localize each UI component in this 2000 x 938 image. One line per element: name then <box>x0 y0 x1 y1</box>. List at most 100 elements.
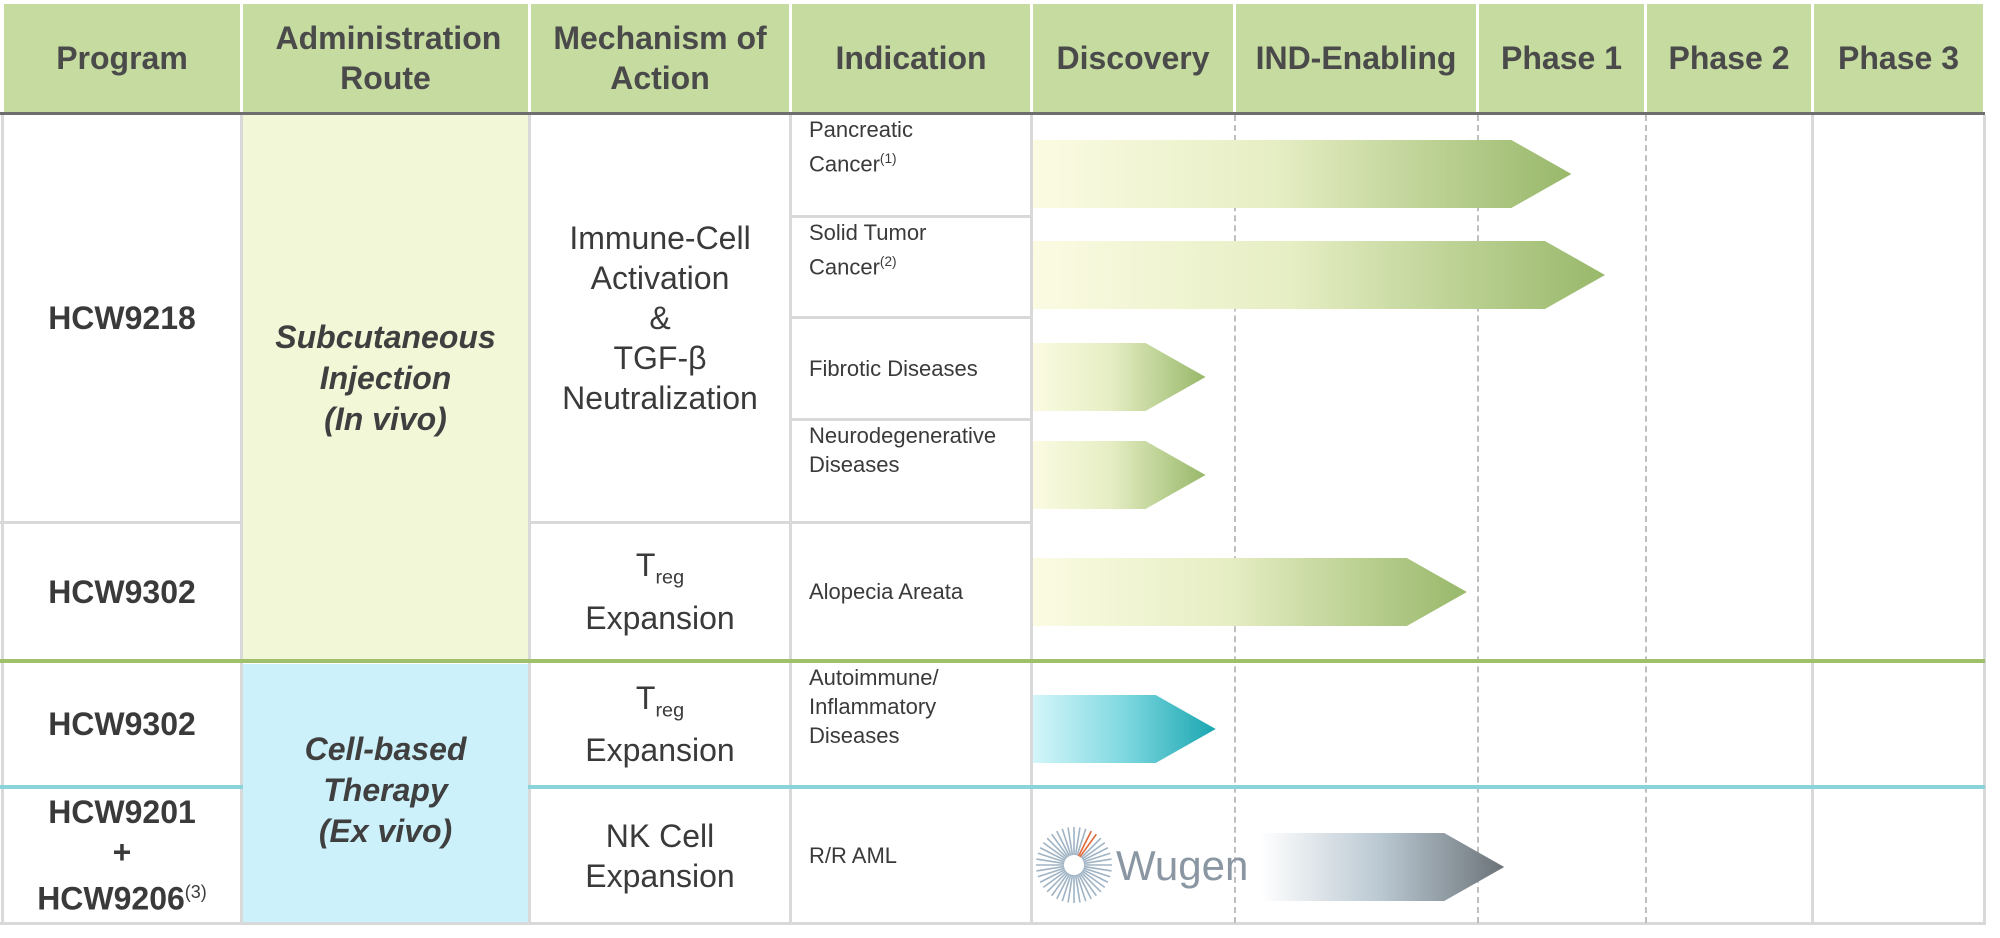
moa-nk-line1: NK Cell <box>605 817 715 854</box>
wugen-ray <box>1051 872 1069 897</box>
ind-pancreatic-line1: Pancreatic <box>809 117 913 142</box>
wugen-ray <box>1037 852 1065 863</box>
moa-m1-line4: TGF-β <box>613 340 707 376</box>
wugen-ray <box>1036 858 1065 865</box>
progress-bar-autoimmune-inflammatory-diseases <box>1033 695 1216 763</box>
wugen-ray <box>1082 868 1109 883</box>
header-discovery: Discovery <box>1033 4 1233 112</box>
wugen-ray <box>1079 833 1097 858</box>
program-hcw9302-exvivo: HCW9302 <box>48 706 196 742</box>
wugen-ray <box>1046 837 1068 859</box>
moa-m1-line2: Activation <box>590 260 730 296</box>
wugen-ray <box>1061 874 1072 902</box>
moa-m1-line3: & <box>649 300 671 336</box>
progress-bar-fibrotic-diseases <box>1033 343 1206 411</box>
ind-neuro-line1: Neurodegenerative <box>809 423 997 448</box>
grid-h-indication-3 <box>792 418 1030 421</box>
ind-auto-line3: Diseases <box>809 723 900 748</box>
moa-treg-invivo: Treg Expansion <box>531 524 789 659</box>
header-phase1: Phase 1 <box>1479 4 1644 112</box>
wugen-burst-icon <box>1036 827 1112 903</box>
indication-fibrotic: Fibrotic Diseases <box>809 356 978 381</box>
indication-solid-tumor: Solid Tumor Cancer(2) <box>792 218 1030 316</box>
grid-h-indication-1 <box>792 215 1030 218</box>
wugen-ray <box>1079 872 1097 897</box>
wugen-ray <box>1083 865 1112 872</box>
program-hcw9201: HCW9201 <box>48 794 196 831</box>
program-hcw9206-line: HCW9206(3) <box>37 872 207 919</box>
progress-bar-neurodegenerative-diseases <box>1033 441 1206 509</box>
grid-dash-phase1 <box>1477 115 1479 923</box>
grid-v-route <box>528 115 531 925</box>
moa-treg2-sub: reg <box>655 699 685 722</box>
wugen-ray <box>1081 870 1106 888</box>
ind-auto-line2: Inflammatory <box>809 694 937 719</box>
moa-treg2-T: T <box>635 679 656 716</box>
header-moa-label: Mechanism of Action <box>553 20 767 96</box>
grid-dash-ind <box>1234 115 1236 923</box>
wugen-ray <box>1083 858 1112 865</box>
moa-nk-line2: Expansion <box>585 857 735 894</box>
grid-v-left <box>1 115 4 925</box>
indication-pancreatic: Pancreatic Cancer(1) <box>792 115 1030 215</box>
grid-v-program <box>240 115 243 925</box>
header-route: Administration Route <box>243 4 528 112</box>
wugen-logo-text: Wugen <box>1116 842 1248 889</box>
ind-solid-cancer: Cancer <box>809 254 880 280</box>
in-vivo-separator <box>0 659 1985 663</box>
wugen-ray <box>1077 830 1092 857</box>
ex-vivo-background <box>243 664 528 924</box>
wugen-ray <box>1080 837 1102 859</box>
wugen-ray <box>1082 847 1109 862</box>
wugen-ray <box>1067 827 1074 856</box>
route-sub-line1: Subcutaneous <box>275 318 496 355</box>
moa-treg-line: Treg <box>636 545 684 597</box>
wugen-ray <box>1051 833 1069 858</box>
wugen-ray <box>1056 873 1071 900</box>
route-sub-line3: (In vivo) <box>324 400 447 437</box>
grid-h-bottom <box>0 922 1985 925</box>
wugen-ray <box>1083 867 1111 878</box>
wugen-ray <box>1042 842 1067 860</box>
moa-treg-sub: reg <box>655 566 685 589</box>
route-cell-line3: (Ex vivo) <box>318 812 453 849</box>
wugen-ray <box>1036 865 1065 872</box>
footnote-2: (2) <box>879 254 897 269</box>
in-vivo-background <box>243 115 528 661</box>
wugen-logo: Wugen <box>1036 827 1248 903</box>
route-sub-line2: Injection <box>319 359 452 396</box>
ex-vivo-separator-right <box>528 785 1985 789</box>
route-cell-line1: Cell-based <box>304 730 467 767</box>
route-cell-based: Cell-based Therapy (Ex vivo) <box>243 664 528 924</box>
progress-bar-r-r-aml <box>1260 833 1505 901</box>
moa-m1-line5: Neutralization <box>562 380 758 416</box>
moa-treg2-line: Treg <box>636 678 684 730</box>
moa-nk-expansion: NK Cell Expansion <box>531 789 789 922</box>
wugen-ray <box>1074 827 1081 856</box>
header-route-label: Administration Route <box>275 20 502 96</box>
wugen-ray <box>1056 830 1071 857</box>
grid-h-row4b <box>531 521 1033 524</box>
moa-m1-line1: Immune-Cell <box>569 220 751 256</box>
grid-h-indication-2 <box>792 316 1030 319</box>
wugen-ray <box>1042 870 1067 888</box>
program-hcw9302-invivo: HCW9302 <box>48 573 196 610</box>
header-ind-enabling: IND-Enabling <box>1236 4 1476 112</box>
indication-neurodegenerative: Neurodegenerative Diseases <box>792 421 1030 521</box>
program-hcw9218: HCW9218 <box>48 300 196 336</box>
header-program: Program <box>4 4 240 112</box>
ind-auto-line1: Autoimmune/ <box>809 665 939 690</box>
grid-v-phase3 <box>1811 115 1814 925</box>
wugen-ray <box>1039 868 1066 883</box>
wugen-ray <box>1080 871 1102 893</box>
header-phase3: Phase 3 <box>1814 4 1983 112</box>
grid-dash-phase2 <box>1645 115 1647 923</box>
route-subcutaneous: Subcutaneous Injection (In vivo) <box>243 115 528 661</box>
wugen-ray <box>1076 874 1087 902</box>
footnote-3: (3) <box>184 882 207 903</box>
bars-layer <box>1033 140 1605 901</box>
wugen-ray <box>1076 828 1087 856</box>
moa-treg-T: T <box>635 547 656 584</box>
wugen-ray <box>1061 828 1072 856</box>
